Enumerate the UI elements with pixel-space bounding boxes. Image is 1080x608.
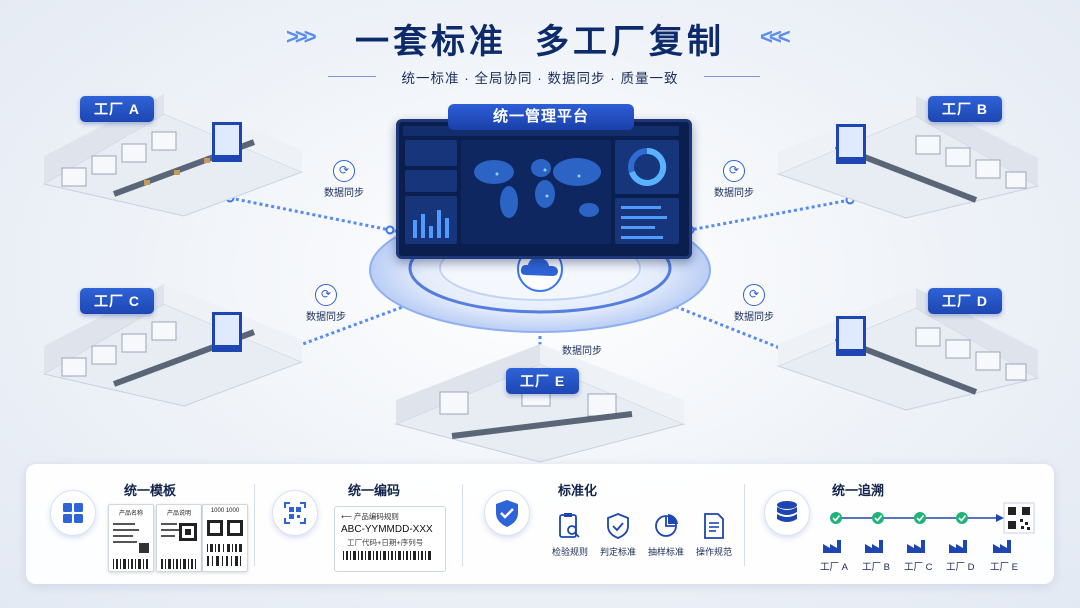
qr-scan-icon (272, 490, 318, 536)
sync-label-d: ⟳数据同步 (734, 284, 774, 323)
factory-icon (907, 540, 925, 553)
factory-d-tag[interactable]: 工厂 D (928, 288, 1002, 314)
document-icon (704, 513, 724, 539)
trace-factory-label: 工厂 A (820, 562, 848, 573)
sync-icon: ⟳ (333, 160, 355, 182)
factory-e-illustration (394, 344, 686, 463)
barcode (343, 551, 431, 560)
chevron-right-icon: >>> (286, 24, 316, 49)
pie-chart-icon (655, 514, 678, 537)
panel-divider (254, 484, 255, 566)
trace-factory-label: 工厂 E (990, 562, 1018, 573)
coding-rule-card[interactable]: ⟵ 产品编码规则 ABC-YYMMDD-XXX 工厂代码+日期+序列号 (334, 506, 446, 572)
sync-icon: ⟳ (743, 284, 765, 306)
clipboard-search-icon (559, 513, 580, 538)
management-dashboard-screen[interactable] (396, 119, 692, 259)
template-title: 统一模板 (124, 483, 177, 498)
page-title: 一套标准多工厂复制 (355, 23, 725, 61)
trace-factory-label: 工厂 D (946, 562, 975, 573)
platform-label: 统一管理平台 (448, 104, 634, 130)
subtitle-divider (328, 76, 376, 77)
trace-factory-label: 工厂 C (904, 562, 933, 573)
sync-label-b: ⟳数据同步 (714, 160, 754, 199)
factory-c-illustration (42, 284, 304, 407)
trace-title: 统一追溯 (832, 483, 885, 498)
standard-item-criteria[interactable]: 判定标准 (598, 512, 638, 558)
code-formula: 工厂代码+日期+序列号 (347, 538, 424, 547)
standard-item-procedure[interactable]: 操作规范 (694, 512, 734, 558)
subtitle-divider (704, 76, 760, 77)
standard-item-label: 判定标准 (599, 547, 636, 557)
factory-icon (865, 540, 883, 553)
trace-factory-e[interactable]: 工厂 E (990, 536, 1030, 573)
factory-b-illustration (776, 96, 1040, 219)
trace-factory-label: 工厂 B (862, 562, 890, 573)
template-label-card[interactable]: 产品名称 (108, 504, 154, 572)
trace-timeline (830, 502, 1035, 534)
standard-item-inspection[interactable]: 检验规则 (550, 512, 590, 558)
trace-factory-a[interactable]: 工厂 A (820, 536, 860, 573)
trace-factory-d[interactable]: 工厂 D (946, 536, 986, 573)
sync-label-c: ⟳数据同步 (306, 284, 346, 323)
shield-check-icon (484, 490, 530, 536)
trace-factory-b[interactable]: 工厂 B (862, 536, 902, 573)
template-label-card[interactable]: 1000 1000 (202, 504, 248, 572)
factory-icon (993, 540, 1011, 553)
coding-title: 统一编码 (348, 483, 401, 498)
card-title: 产品说明 (166, 511, 191, 517)
standard-title: 标准化 (558, 483, 598, 498)
rule-header: ⟵ 产品编码规则 (341, 512, 399, 521)
trace-factory-c[interactable]: 工厂 C (904, 536, 944, 573)
dashboard-graphic (403, 126, 679, 244)
factory-d-illustration (776, 288, 1040, 411)
badge-check-icon (607, 513, 629, 539)
sync-label-e: 数据同步 (562, 346, 602, 357)
template-label-card[interactable]: 产品说明 (156, 504, 202, 572)
sync-icon: ⟳ (315, 284, 337, 306)
standard-item-label: 操作规范 (695, 547, 732, 557)
factory-b-tag[interactable]: 工厂 B (928, 96, 1002, 122)
page-subtitle: 统一标准 · 全局协同 · 数据同步 · 质量一致 (401, 71, 679, 86)
sync-label-a: ⟳数据同步 (324, 160, 364, 199)
chevron-left-icon: <<< (760, 24, 790, 49)
factory-icon (949, 540, 967, 553)
card-title: 产品名称 (118, 511, 143, 517)
factory-e-tag[interactable]: 工厂 E (506, 368, 580, 394)
factory-c-tag[interactable]: 工厂 C (80, 288, 154, 314)
database-icon (764, 490, 810, 536)
panel-divider (462, 484, 463, 566)
grid-icon (50, 490, 96, 536)
factory-a-illustration (42, 94, 304, 217)
factory-icon (823, 540, 841, 553)
panel-divider (744, 484, 745, 566)
standard-item-label: 检验规则 (551, 547, 588, 557)
code-format: ABC-YYMMDD-XXX (341, 524, 433, 535)
factory-a-tag[interactable]: 工厂 A (80, 96, 154, 122)
standard-item-sampling[interactable]: 抽样标准 (646, 512, 686, 558)
card-title: 1000 1000 (210, 508, 240, 514)
standard-item-label: 抽样标准 (647, 547, 684, 557)
sync-icon: ⟳ (723, 160, 745, 182)
